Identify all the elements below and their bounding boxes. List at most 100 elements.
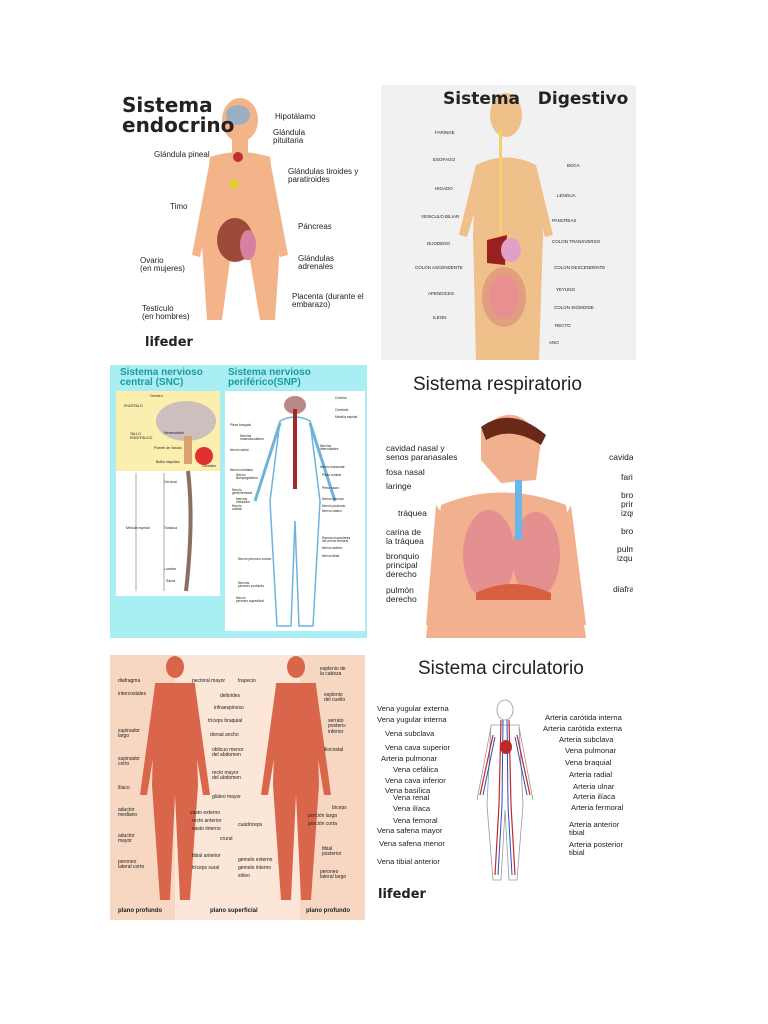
- respiratory-label: bronquio principal derecho: [386, 551, 420, 579]
- snp-label: Nervio safeno: [322, 546, 343, 550]
- snp-label: Nervio tibial: [322, 554, 340, 558]
- lifeder-logo: lifeder: [378, 887, 426, 902]
- snp-label: Nervio peroneo superficial: [236, 596, 264, 604]
- muscular-label: serrato postero- inferior: [328, 718, 347, 735]
- muscular-label: peroneo lateral corto: [118, 859, 145, 871]
- circulatory-panel: Sistema circulatorio Vena yugular extern…: [373, 655, 633, 920]
- endocrine-label: Páncreas: [298, 222, 332, 231]
- respiratory-label: tráquea: [398, 508, 427, 518]
- muscular-label: vasto interno: [192, 826, 221, 832]
- muscular-label: deltoides: [220, 693, 241, 699]
- snc-label: Sacra: [166, 579, 176, 583]
- digestive-label: FARINGE: [435, 130, 455, 135]
- snc-card: [116, 391, 220, 596]
- muscular-label: tríceps sural: [192, 865, 220, 871]
- digestive-label: BOCA: [567, 163, 580, 168]
- snp-label: Nervio mediano: [230, 468, 254, 472]
- logo-text: lifeder: [145, 335, 193, 350]
- muscular-label: bíceps: [332, 805, 347, 811]
- muscular-label: vasto externo: [190, 810, 221, 816]
- digestive-title: Sistema Digestivo: [443, 89, 629, 109]
- snc-title: Sistema nervioso central (SNC): [120, 367, 203, 388]
- respiratory-label: bronquios: [621, 526, 633, 536]
- digestive-label: ILEON: [433, 315, 447, 320]
- circulatory-label: Vena renal: [393, 793, 430, 802]
- snc-label: ENCÉFALO: [124, 404, 143, 408]
- endocrine-label: Hipotálamo: [275, 112, 316, 121]
- respiratory-title: Sistema respiratorio: [413, 374, 582, 395]
- muscular-label: diafragma: [118, 678, 141, 684]
- snp-label: Nervio radial: [230, 448, 249, 452]
- respiratory-label: bronquio principal izquierdo: [621, 490, 633, 518]
- muscular-label: cuádriceps: [238, 822, 263, 828]
- digestive-label: COLON DESCENDENTE: [554, 265, 606, 270]
- digestive-label: VESICULO BILIAR: [421, 214, 460, 219]
- circulatory-label: Vena subclava: [385, 729, 435, 738]
- circulatory-label: Arteria subclava: [559, 735, 614, 744]
- footer-plano-superficial: plano superficial: [210, 908, 258, 914]
- respiratory-label: pulmón derecho: [386, 585, 417, 604]
- snp-label: Nervio peroneo común: [238, 557, 272, 561]
- digestive-label: ESOFAGO: [433, 157, 456, 162]
- respiratory-label: laringe: [386, 481, 412, 491]
- muscular-label: porción larga: [308, 813, 337, 819]
- snp-label: Nervios intercostales: [320, 444, 339, 452]
- footer-plano-profundo-right: plano profundo: [306, 908, 350, 914]
- snp-label: Cerebelo: [335, 408, 349, 412]
- snc-label: Puente de Varolio: [154, 446, 182, 450]
- digestive-label: PANCREAS: [552, 218, 577, 223]
- snc-label: Lumbar: [164, 567, 176, 571]
- snc-label: TALLO ENCEFÁLICO: [130, 432, 153, 440]
- snp-card: [225, 391, 365, 631]
- snp-label: Nervios peroneo profundo: [238, 581, 265, 589]
- digestive-panel: Sistema Digestivo FARINGE ESOFAGO HIGADO VE…: [381, 85, 636, 360]
- respiratory-label: fosa nasal: [386, 467, 425, 477]
- snc-illustration: [116, 391, 220, 592]
- digestive-label: YEYUNO: [556, 287, 576, 292]
- circulatory-label: Vena cefálica: [393, 765, 439, 774]
- endocrine-label: Glándulas tiroides y paratiroides: [288, 167, 359, 185]
- respiratory-label: cavidad nasal y senos paranasales: [386, 443, 458, 462]
- endocrine-label: Placenta (durante el embarazo): [292, 292, 364, 310]
- footer-plano-profundo-left: plano profundo: [118, 908, 162, 914]
- muscular-label: tibial anterior: [192, 853, 221, 859]
- circulatory-label: Arteria pulmonar: [381, 754, 438, 763]
- muscular-label: iliocostal: [324, 747, 344, 753]
- muscular-label: peroneo lateral largo: [320, 869, 347, 881]
- snp-label: Ramos musculares del nervio femoral: [322, 536, 351, 544]
- endocrine-label: Glándula pineal: [154, 150, 210, 159]
- snp-title: Sistema nervioso periférico(SNP): [228, 367, 311, 388]
- digestive-label: LENGUA: [557, 193, 576, 198]
- nervous-panel: Sistema nervioso central (SNC) Sistema n…: [110, 365, 367, 638]
- muscular-illustration: [140, 655, 331, 920]
- snp-label: Nervio subcostal: [320, 465, 345, 469]
- digestive-label: COLON TRANSVERSO: [552, 239, 601, 244]
- respiratory-panel: Sistema respiratorio cavidad nasal y sen…: [381, 365, 633, 638]
- muscular-label: crural: [220, 836, 233, 842]
- snp-label: Nervio genitofemoral: [232, 488, 252, 496]
- digestive-label: HIGADO: [435, 186, 453, 191]
- endocrine-title: Sistema endocrino: [122, 93, 235, 137]
- muscular-label: tríceps braquial: [208, 718, 243, 724]
- muscular-label: infraespinoso: [214, 705, 244, 711]
- snc-label: Mesencéfalo: [164, 431, 184, 435]
- muscular-label: esplenio del cuello: [324, 692, 346, 704]
- muscular-label: ilíaco: [118, 785, 130, 791]
- circulatory-label: Vena yugular interna: [377, 715, 447, 724]
- muscular-label: gemelo externo: [238, 857, 273, 863]
- respiratory-label: carina de la tráquea: [386, 527, 424, 546]
- muscular-label: sóleo: [238, 873, 250, 879]
- circulatory-label: Vena cava inferior: [385, 776, 446, 785]
- muscular-label: recto anterior: [192, 818, 222, 824]
- endocrine-body-illustration: [192, 98, 288, 320]
- circulatory-label: Arteria carótida externa: [543, 724, 622, 733]
- digestive-label: APENDICES: [428, 291, 455, 296]
- snc-label: Cerebro: [150, 394, 163, 398]
- muscular-label: oblicuo menor del abdomen: [212, 747, 244, 759]
- circulatory-label: Arteria anterior tibial: [569, 820, 620, 837]
- digestive-label: COLON ASCENDENTE: [415, 265, 463, 270]
- snc-label: Médula espinal: [126, 526, 150, 530]
- circulatory-label: Vena yugular externa: [377, 704, 449, 713]
